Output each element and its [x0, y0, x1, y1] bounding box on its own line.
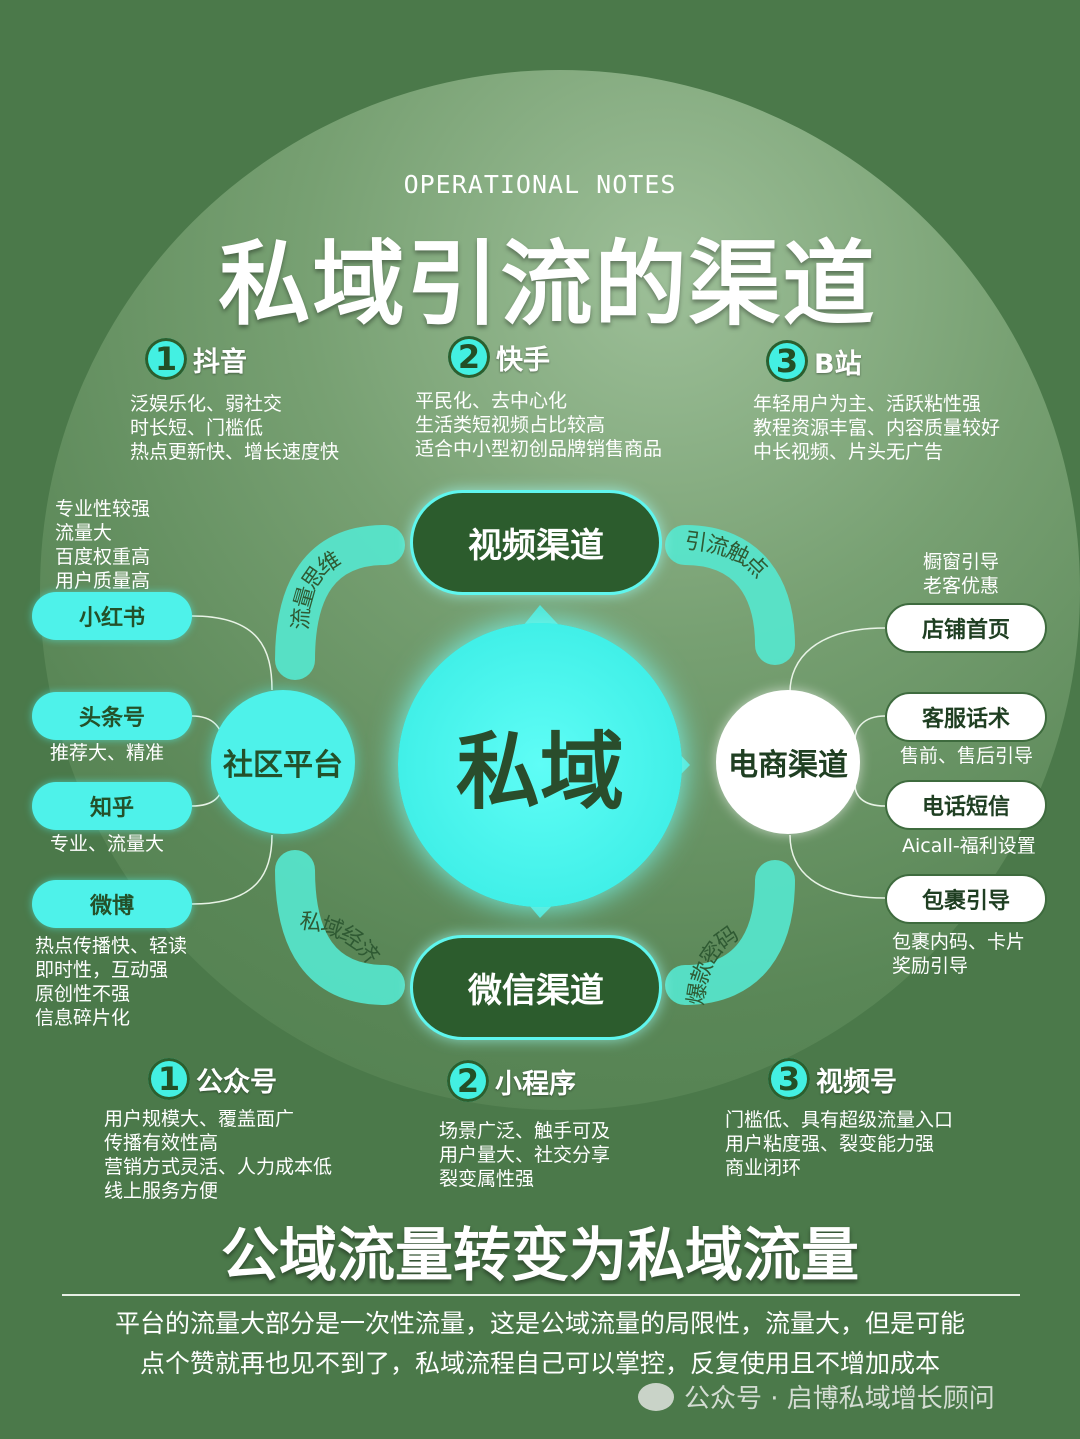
channel-name: 抖音: [193, 346, 247, 378]
number-badge: 2: [447, 1060, 489, 1102]
source-credit: 公众号 · 启博私域增长顾问: [638, 1378, 995, 1415]
channel-desc: 泛娱乐化、弱社交时长短、门槛低热点更新快、增长速度快: [130, 393, 340, 463]
channel-wechat[interactable]: 微信渠道: [410, 935, 662, 1040]
channel-desc: 年轻用户为主、活跃粘性强教程资源丰富、内容质量较好中长视频、片头无广告: [753, 393, 1001, 463]
number-badge: 3: [768, 1058, 810, 1100]
page-title: 私域引流的渠道: [218, 231, 877, 338]
channel-desc: 门槛低、具有超级流量入口用户粘度强、裂变能力强商业闭环: [725, 1109, 954, 1179]
number-badge: 2: [448, 336, 490, 378]
hub-community[interactable]: 社区平台: [211, 690, 355, 834]
channel-desc: 场景广泛、触手可及用户量大、社交分享裂变属性强: [439, 1120, 611, 1190]
center-private-domain: 私域: [398, 623, 682, 907]
channel-name: B站: [814, 348, 862, 380]
pill-desc: Aicall-福利设置: [902, 835, 1036, 857]
pill-desc: 热点传播快、轻读即时性，互动强原创性不强信息碎片化: [35, 935, 188, 1029]
channel-name: 视频号: [816, 1066, 897, 1098]
pill-package[interactable]: 包裹引导: [885, 874, 1047, 924]
left-intro: 专业性较强流量大百度权重高用户质量高: [55, 498, 151, 592]
pill-toutiao[interactable]: 头条号: [32, 692, 192, 740]
number-badge: 1: [148, 1058, 190, 1100]
pill-phone-sms[interactable]: 电话短信: [885, 780, 1047, 830]
pill-weibo[interactable]: 微博: [32, 880, 192, 928]
divider: [62, 1294, 1020, 1296]
pill-zhihu[interactable]: 知乎: [32, 782, 192, 830]
pill-desc: 推荐大、精准: [50, 742, 165, 764]
footer-heading: 公域流量转变为私域流量: [220, 1221, 859, 1289]
wechat-icon: [638, 1382, 674, 1411]
pill-store-home[interactable]: 店铺首页: [885, 603, 1047, 653]
pill-xiaohongshu[interactable]: 小红书: [32, 592, 192, 640]
channel-desc: 用户规模大、覆盖面广传播有效性高营销方式灵活、人力成本低线上服务方便: [104, 1108, 333, 1202]
pill-desc: 售前、售后引导: [900, 745, 1034, 767]
channel-name: 快手: [496, 344, 550, 376]
channel-video[interactable]: 视频渠道: [410, 490, 662, 595]
hub-ecommerce[interactable]: 电商渠道: [716, 690, 860, 834]
pill-customer-service[interactable]: 客服话术: [885, 692, 1047, 742]
channel-name: 公众号: [196, 1066, 277, 1098]
pill-desc: 包裹内码、卡片奖励引导: [892, 931, 1026, 977]
pill-desc: 橱窗引导老客优惠: [923, 551, 1000, 597]
eyebrow: OPERATIONAL NOTES: [403, 170, 677, 199]
number-badge: 3: [766, 340, 808, 382]
number-badge: 1: [145, 338, 187, 380]
footer-paragraph: 平台的流量大部分是一次性流量，这是公域流量的局限性，流量大，但是可能点个赞就再也…: [114, 1309, 965, 1378]
channel-desc: 平民化、去中心化生活类短视频占比较高适合中小型初创品牌销售商品: [415, 390, 663, 460]
channel-name: 小程序: [495, 1068, 576, 1100]
pill-desc: 专业、流量大: [50, 833, 165, 855]
